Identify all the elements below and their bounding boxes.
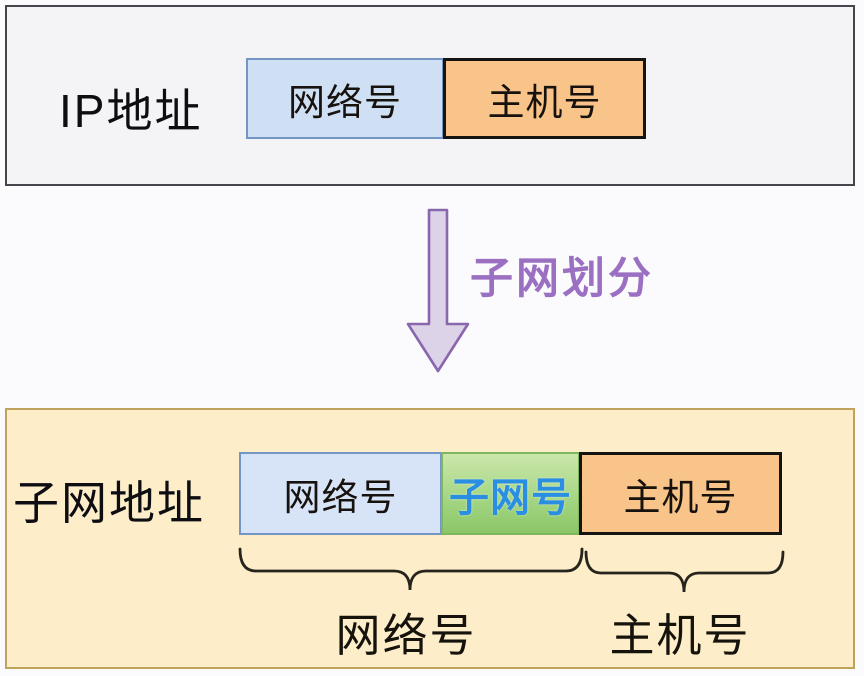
ip-host-number-box: 主机号: [443, 58, 646, 139]
subnet-network-number-box: 网络号: [239, 452, 442, 535]
subnet-address-field-row: 网络号 子网号 主机号: [239, 452, 782, 535]
subnet-division-label: 子网划分: [470, 255, 654, 303]
subnet-address-title: 子网地址: [13, 477, 205, 529]
down-arrow-icon: [406, 208, 470, 373]
subnet-host-number-label: 主机号: [623, 476, 738, 518]
grouping-braces: [238, 547, 785, 593]
ip-address-title: IP地址: [59, 85, 203, 137]
subnet-address-panel: [5, 408, 855, 669]
ip-network-number-box: 网络号: [246, 58, 444, 139]
network-brace-label: 网络号: [335, 610, 477, 661]
host-brace-label: 主机号: [609, 610, 751, 661]
ip-address-panel: IP地址 网络号 主机号: [5, 5, 855, 186]
subnet-number-box: 子网号: [441, 452, 580, 535]
ip-address-field-row: 网络号 主机号: [246, 58, 646, 139]
subnet-network-number-label: 网络号: [283, 476, 398, 518]
subnet-number-label: 子网号: [449, 475, 572, 520]
ip-host-number-label: 主机号: [487, 81, 602, 123]
subnet-host-number-box: 主机号: [579, 452, 782, 535]
host-brace-icon: [584, 550, 785, 593]
network-brace-icon: [238, 547, 584, 591]
ip-network-number-label: 网络号: [288, 81, 402, 123]
